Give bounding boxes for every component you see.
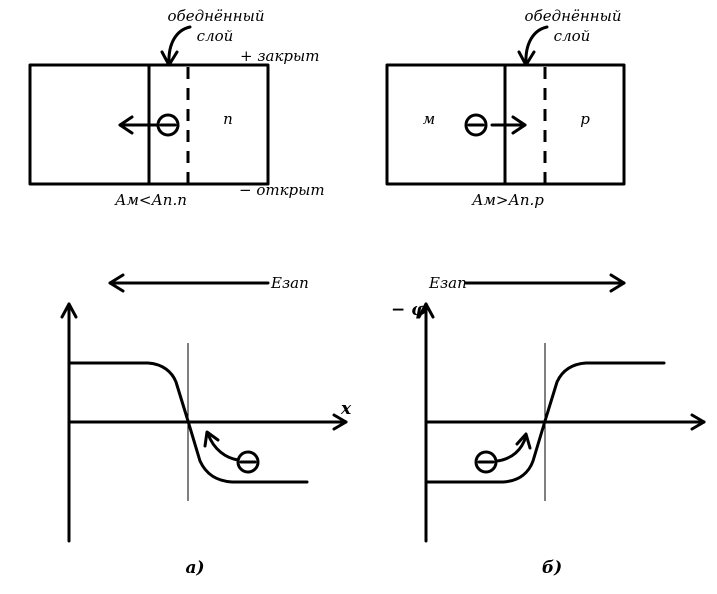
panel-a-label: а) <box>185 558 204 578</box>
electron-symbol <box>236 450 260 474</box>
region-n-label: n <box>223 110 233 128</box>
x-axis-arrowhead <box>690 413 706 431</box>
depletion-label-line2: слой <box>554 27 591 45</box>
x-axis-arrowhead <box>332 413 348 431</box>
electron-symbol <box>464 113 488 137</box>
potential-curve <box>424 361 666 484</box>
electron-path-arrowhead <box>515 432 532 450</box>
electron-path-arrow <box>206 432 240 462</box>
y-axis-label: − φ <box>391 300 427 320</box>
field-label: Eзап <box>270 274 309 292</box>
electron-path-arrow <box>495 434 528 463</box>
electron-motion-arrowhead <box>118 115 134 135</box>
field-label: Eзап <box>428 274 467 292</box>
region-p-label: p <box>580 110 590 128</box>
depletion-label-line2: слой <box>197 27 234 45</box>
electron-path-arrowhead <box>203 430 220 448</box>
field-arrowhead <box>609 273 626 293</box>
depletion-label-line1: обеднённый <box>525 7 622 25</box>
depletion-label-line1: обеднённый <box>168 7 265 25</box>
y-axis-arrowhead <box>417 302 435 319</box>
bottom-right-panel: Eзап − φ б) <box>391 273 706 578</box>
depletion-pointer-arrow <box>524 25 549 66</box>
open-label: − открыт <box>239 181 325 199</box>
y-axis-arrowhead <box>60 302 78 319</box>
depletion-pointer-arrow <box>167 25 192 66</box>
region-m-label: м <box>423 110 435 128</box>
x-axis-label: x <box>340 399 352 419</box>
field-arrowhead <box>108 273 125 293</box>
potential-curve <box>67 361 309 484</box>
panel-b-label: б) <box>542 558 562 578</box>
electron-motion-arrowhead <box>511 115 527 135</box>
bottom-left-panel: Eзап x а) <box>60 273 352 578</box>
closed-label: + закрыт <box>240 47 319 65</box>
top-right-panel: обеднённый слой м p Ам>Ап.p <box>385 7 626 209</box>
left-caption: Ам<Ап.n <box>114 191 187 209</box>
top-left-panel: обеднённый слой n + закрыт − открыт Ам<А… <box>28 7 325 209</box>
right-caption: Ам>Ап.p <box>471 191 544 209</box>
